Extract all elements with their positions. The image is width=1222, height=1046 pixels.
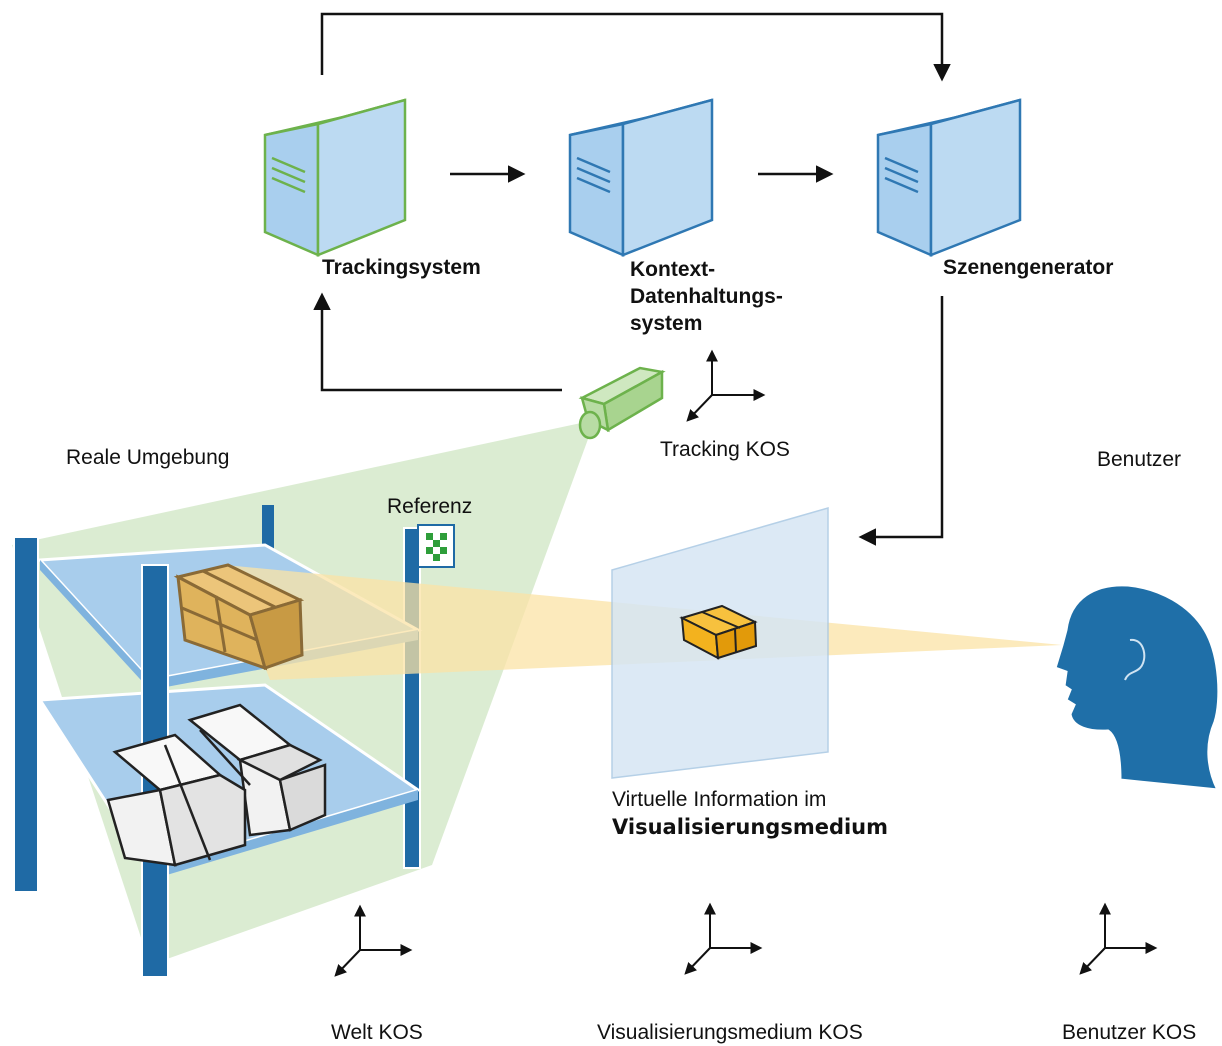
server-icon-kontext <box>568 98 714 257</box>
label-referenz: Referenz <box>387 495 473 518</box>
node-label-trackingsystem: Trackingsystem <box>322 256 481 279</box>
ear-icon <box>1124 638 1146 681</box>
label-benutzer-kos: Benutzer KOS <box>1062 1021 1197 1044</box>
node-label-szenengenerator: Szenengenerator <box>943 256 1114 279</box>
arrows <box>313 12 951 546</box>
label-visualisierungsmedium-kos: Visualisierungsmedium KOS <box>597 1021 863 1044</box>
label-reale-umgebung: Reale Umgebung <box>66 446 230 469</box>
node-label-kontext-line3: system <box>630 312 703 335</box>
brown-box <box>173 563 305 671</box>
welt-kos-axes <box>334 904 413 977</box>
server-icon-szenengenerator <box>876 98 1022 257</box>
arrow-tracking-to-szenengenerator <box>320 12 951 82</box>
benutzer-kos-axes <box>1079 902 1158 975</box>
visualisierungsmedium-kos-axes <box>684 902 763 975</box>
label-benutzer: Benutzer <box>1097 448 1182 471</box>
arrow-camera-to-tracking <box>313 292 562 392</box>
label-virtuelle-info-line2: Visualisierungsmedium <box>612 815 889 839</box>
tracking-cone <box>12 420 595 965</box>
node-label-kontext-line1: Kontext- <box>630 258 716 281</box>
virtual-box <box>679 604 758 660</box>
reference-marker <box>417 524 455 568</box>
tracking-kos-axes <box>686 349 766 422</box>
label-virtuelle-info-line1: Virtuelle Information im <box>612 788 827 811</box>
node-label-kontext-line2: Datenhaltungs- <box>630 285 783 308</box>
label-tracking-kos: Tracking KOS <box>660 438 790 461</box>
head-icon <box>1053 583 1221 792</box>
arrow-szenengenerator-to-screen <box>858 296 944 546</box>
white-boxes <box>106 703 327 867</box>
label-welt-kos: Welt KOS <box>331 1021 423 1044</box>
server-icon-trackingsystem <box>263 98 407 257</box>
camera-icon <box>578 366 666 440</box>
